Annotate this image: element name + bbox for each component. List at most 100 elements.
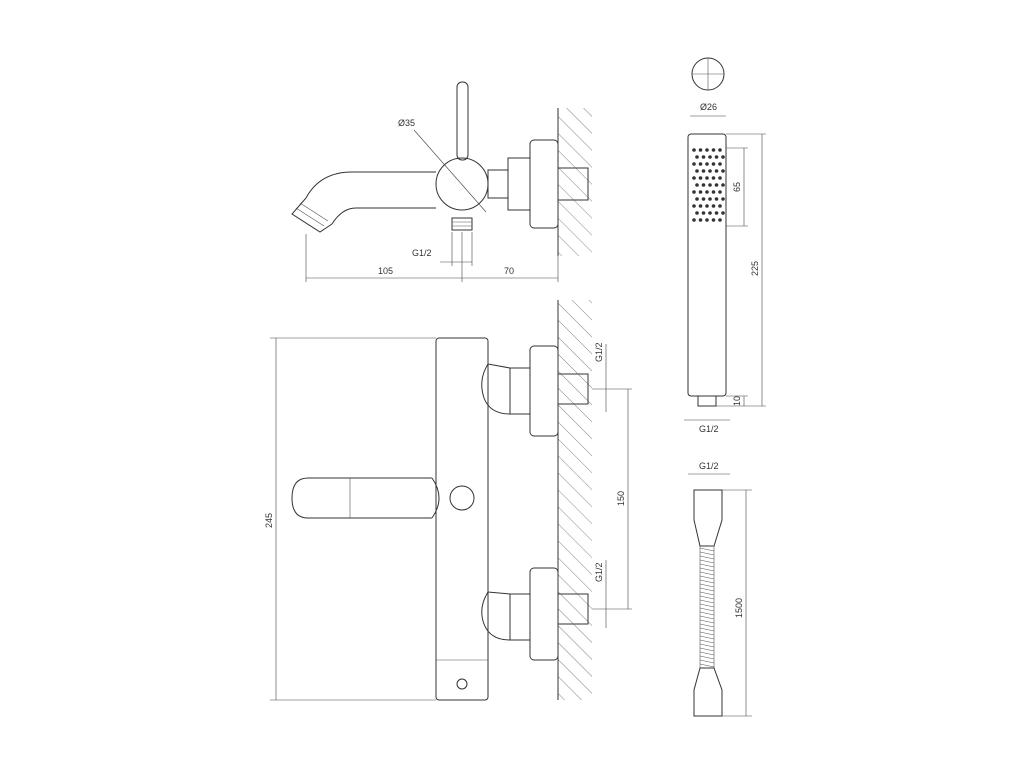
spray-nozzle: [692, 148, 696, 152]
hose-coil: [699, 567, 715, 572]
spray-nozzle: [714, 197, 719, 201]
inlet-nut-bottom: [509, 593, 531, 641]
spray-nozzle: [692, 176, 696, 180]
valve-body: [435, 157, 489, 211]
hose-coil: [699, 559, 715, 564]
spray-nozzle: [714, 155, 719, 159]
connector-nut: [507, 157, 531, 211]
spray-nozzle: [695, 211, 699, 215]
spray-nozzle: [705, 218, 709, 222]
spout-tip: [291, 197, 333, 233]
drain-plug: [456, 678, 468, 690]
hose-coil: [699, 547, 715, 552]
hose-coil: [699, 643, 715, 648]
spray-nozzle: [721, 183, 725, 187]
spray-nozzle: [692, 218, 696, 222]
mixer-body: [435, 337, 489, 701]
handshower-body: [687, 133, 727, 397]
spray-nozzle: [701, 197, 706, 201]
mixer-height-label: 245: [264, 513, 274, 528]
inlet-nut-top: [509, 367, 531, 415]
wall-hatch-top: [558, 108, 592, 256]
spray-nozzle: [705, 204, 709, 208]
spray-nozzle: [705, 190, 709, 194]
spray-nozzle: [698, 204, 703, 208]
spray-nozzle: [714, 211, 719, 215]
spray-nozzle: [698, 148, 703, 152]
spray-nozzle: [711, 218, 716, 222]
wall-hatch-bottom: [558, 300, 592, 700]
handshower-length-label: 225: [750, 261, 760, 276]
spray-nozzle: [708, 183, 712, 187]
spray-nozzle: [714, 183, 719, 187]
hose-coil: [699, 583, 715, 588]
spray-nozzle: [718, 218, 722, 222]
spray-nozzle: [721, 197, 725, 201]
handshower-diameter-label: Ø26: [700, 102, 717, 112]
spout-thread-label: G1/2: [412, 248, 432, 258]
hose-coil: [699, 591, 715, 596]
hose-coil: [699, 551, 715, 556]
mixer-front-view: 245 150 G1/2 G1/2: [264, 300, 632, 701]
hose-coil: [699, 587, 715, 592]
spray-nozzle: [711, 176, 716, 180]
hose-coil: [699, 575, 715, 580]
spray-nozzle: [705, 162, 709, 166]
hose-coil: [699, 595, 715, 600]
spray-nozzle: [701, 169, 706, 173]
spout-reach-label: 105: [378, 266, 393, 276]
spray-nozzle: [711, 148, 716, 152]
hose-coil: [699, 571, 715, 576]
spray-face: [692, 148, 725, 222]
inlet-thread-top: [557, 373, 589, 405]
hose-coil: [699, 631, 715, 636]
spray-nozzle: [721, 155, 725, 159]
spray-nozzle: [711, 204, 716, 208]
hose-coil: [699, 651, 715, 656]
lever-hub: [431, 477, 440, 519]
front-lever: [291, 477, 432, 519]
diameter-leader: [413, 129, 487, 213]
handshower-connector: [697, 395, 717, 407]
spray-nozzle: [708, 197, 712, 201]
control-knob: [449, 485, 475, 511]
hose-bottom-fitting: [693, 667, 723, 717]
spray-nozzle: [705, 148, 709, 152]
wall-connector: [487, 169, 509, 199]
inlet-thread-bottom: [557, 593, 589, 625]
handshower-connector-label: 10: [732, 396, 742, 406]
spout: [305, 171, 436, 225]
spout-tip-line-2: [299, 202, 329, 222]
spray-nozzle: [692, 204, 696, 208]
hose-coil: [699, 619, 715, 624]
spray-nozzle: [721, 169, 725, 173]
spray-nozzle: [708, 211, 712, 215]
spray-nozzle: [695, 197, 699, 201]
spray-nozzle: [698, 176, 703, 180]
spray-nozzle: [695, 169, 699, 173]
mixer-side-view: Ø35 G1/2 105 70: [291, 81, 592, 282]
spray-nozzle: [714, 169, 719, 173]
spray-nozzle: [701, 211, 706, 215]
spray-nozzle: [692, 162, 696, 166]
spray-nozzle: [718, 162, 722, 166]
spray-nozzle: [698, 218, 703, 222]
outlet-thread: [451, 217, 473, 231]
spray-nozzle: [708, 169, 712, 173]
hose-coil: [699, 639, 715, 644]
hose: G1/2 1500: [688, 461, 752, 717]
spray-nozzle: [705, 176, 709, 180]
hose-thread-label: G1/2: [699, 461, 719, 471]
flange-bottom: [529, 567, 559, 661]
hose-coil: [699, 611, 715, 616]
hose-coil: [699, 623, 715, 628]
spout-tip-line: [295, 207, 325, 227]
spray-nozzle: [698, 190, 703, 194]
hose-coil: [699, 599, 715, 604]
spray-nozzle: [718, 190, 722, 194]
handshower-thread-label: G1/2: [699, 424, 719, 434]
handshower: Ø26 65 225 10 G1/2: [684, 57, 766, 434]
valve-diameter-label: Ø35: [398, 118, 415, 128]
spray-nozzle: [698, 162, 703, 166]
